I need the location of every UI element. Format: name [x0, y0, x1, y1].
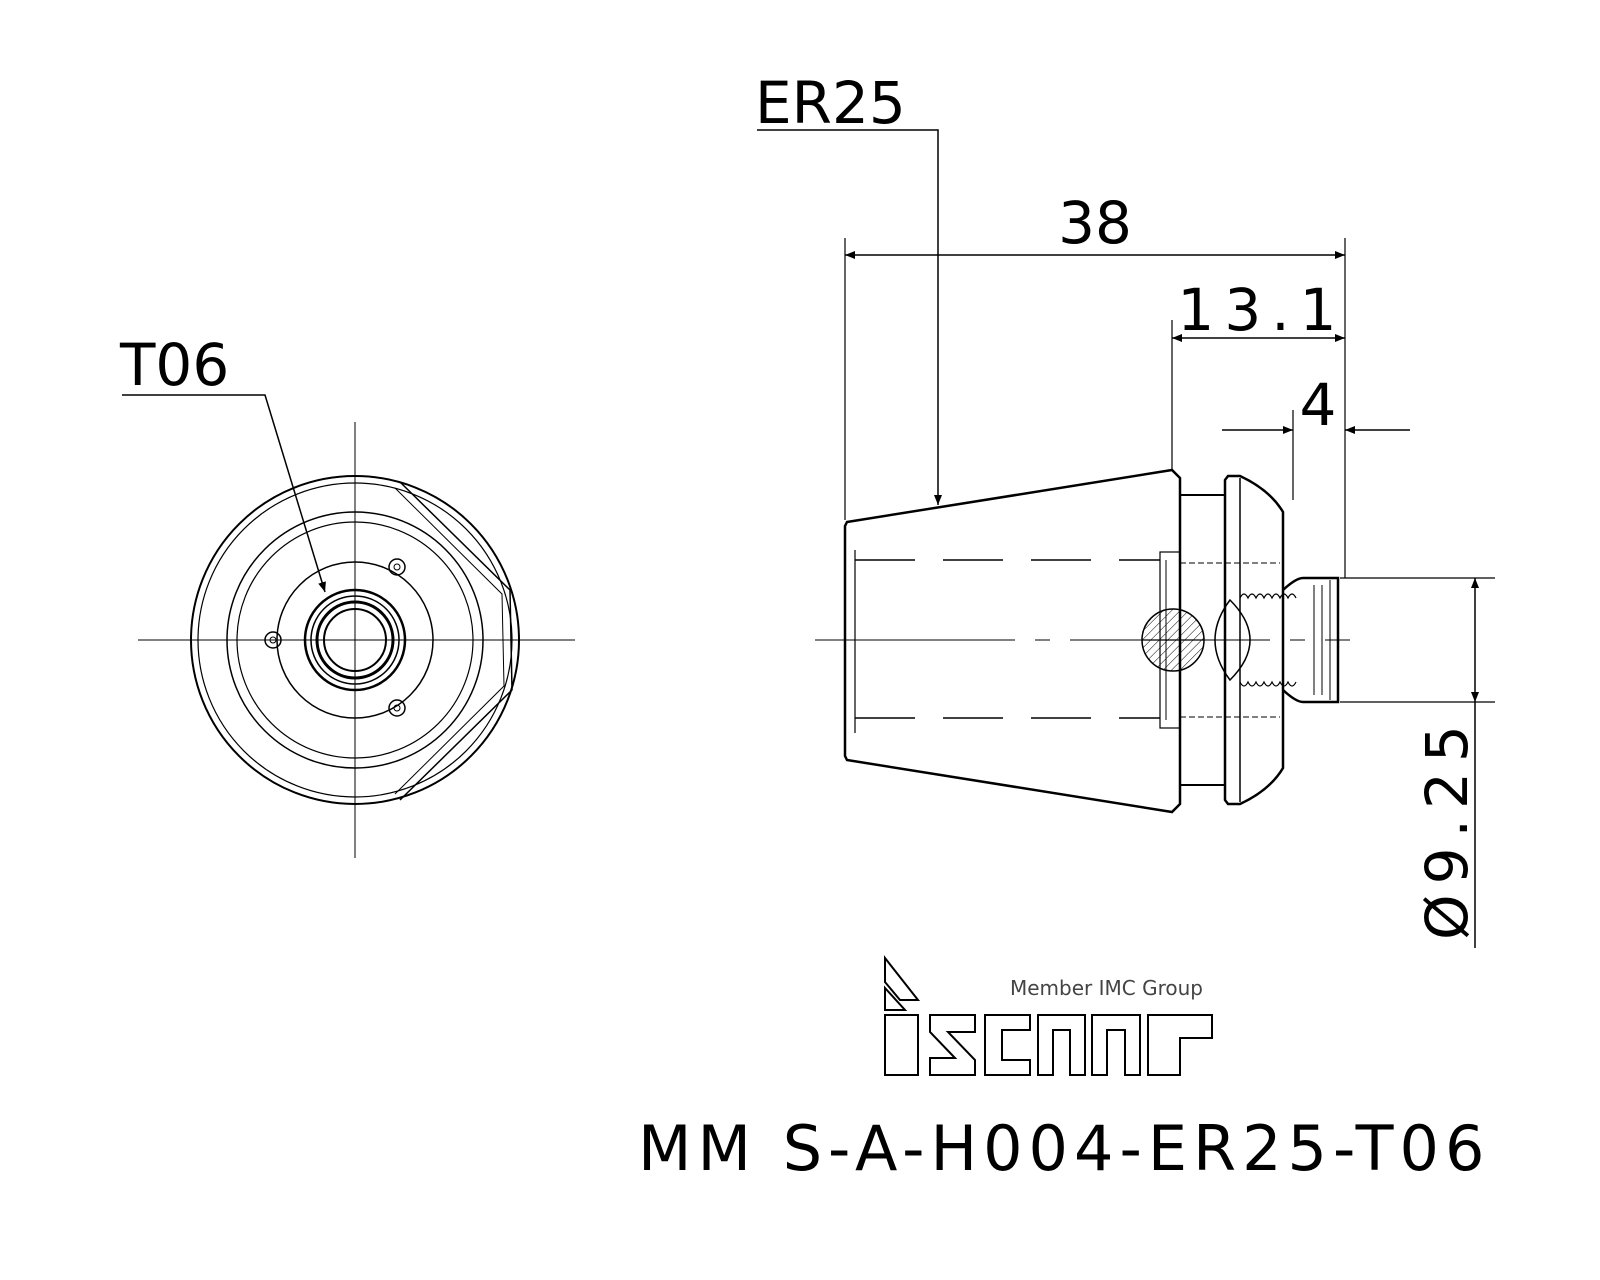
logo-tagline: Member IMC Group — [1010, 976, 1203, 1000]
wrench-flat-inner — [394, 487, 505, 795]
hatched-section — [1141, 608, 1205, 672]
iscar-logo: Member IMC Group — [884, 955, 1213, 1076]
outer-circle-inner — [197, 482, 513, 798]
thread-label: T06 — [119, 331, 229, 399]
bore-ring-2 — [315, 600, 395, 680]
screw-hole-left — [264, 631, 282, 649]
screw-hole-bottom — [388, 699, 406, 717]
hidden-lines — [855, 559, 1160, 719]
end-view: T06 — [119, 331, 575, 858]
collet-label: ER25 — [755, 69, 906, 137]
part-number: MM S-A-H004-ER25-T06 — [638, 1112, 1490, 1185]
nose-length-label: 13.1 — [1177, 276, 1346, 344]
screw-hole-top — [388, 558, 406, 576]
pilot — [1282, 576, 1340, 704]
pilot-length-label: 4 — [1300, 371, 1337, 439]
outer-circle — [190, 475, 520, 805]
diameter-label: Ø9.25 — [1413, 715, 1481, 940]
thread-leader-line — [122, 394, 326, 593]
bore-circle — [323, 608, 387, 672]
bore-ring-1 — [310, 595, 400, 685]
bore-outer-circle — [303, 588, 407, 692]
collet-leader-line — [757, 129, 942, 505]
flange — [1223, 474, 1285, 806]
side-view: ER25 38 13.1 4 Ø9.25 — [755, 69, 1495, 948]
taper-body — [843, 468, 1182, 814]
flange-circle — [276, 561, 434, 719]
ball-lens — [1214, 598, 1251, 682]
wrench-flat — [399, 481, 513, 801]
total-length-label: 38 — [1058, 189, 1132, 257]
thread-profile-bottom — [1239, 680, 1297, 687]
collet-face-inner-circle — [236, 521, 474, 759]
thread-profile-top — [1239, 593, 1297, 600]
collet-face-circle — [226, 511, 484, 769]
